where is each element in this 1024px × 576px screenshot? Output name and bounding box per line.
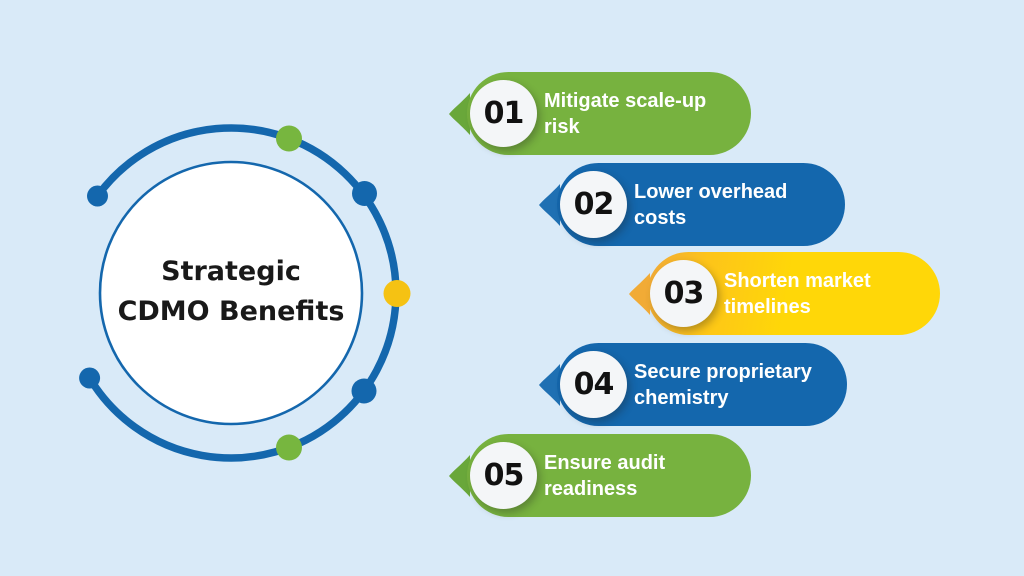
ring-endpoint-dot-bottom-left (79, 367, 101, 389)
badge-tail-icon (539, 364, 560, 406)
benefit-label: Shorten market timelines (724, 269, 871, 318)
badge-tail-icon (539, 184, 560, 226)
badge-tail-icon (449, 93, 470, 135)
page-title: Strategic CDMO Benefits (117, 256, 345, 327)
benefit-number-badge: 04 (560, 351, 627, 418)
ring-graphic (79, 124, 411, 462)
benefit-item-5: 05 Ensure audit readiness (449, 434, 751, 517)
ring-dot-yellow-right (383, 280, 411, 307)
benefit-label: Lower overhead costs (634, 180, 788, 229)
benefit-label: Mitigate scale-up risk (544, 89, 707, 138)
benefit-number: 01 (483, 96, 525, 131)
ring-endpoint-dot-top-left (87, 185, 108, 207)
benefit-number: 03 (663, 276, 705, 311)
badge-tail-icon (449, 455, 470, 497)
benefit-number: 02 (573, 187, 615, 222)
ring-dot-green-top (276, 125, 302, 152)
badge-tail-icon (629, 273, 650, 315)
benefit-item-2: 02 Lower overhead costs (539, 163, 845, 246)
benefit-number-badge: 02 (560, 171, 627, 238)
ring-dot-green-bottom (276, 434, 302, 461)
benefit-number: 05 (483, 458, 525, 493)
ring-dot-blue-lower-right (351, 378, 377, 404)
benefit-item-3: 03 Shorten market timelines (629, 252, 940, 335)
benefit-item-4: 04 Secure proprietary chemistry (539, 343, 847, 426)
benefit-number-badge: 03 (650, 260, 717, 327)
benefit-number-badge: 01 (470, 80, 537, 147)
benefit-label: Secure proprietary chemistry (634, 360, 812, 409)
ring-dot-blue-upper-right (352, 181, 377, 206)
center-circle (98, 160, 364, 426)
benefit-label: Ensure audit readiness (544, 451, 666, 500)
benefit-number-badge: 05 (470, 442, 537, 509)
benefit-number: 04 (573, 367, 615, 402)
benefit-item-1: 01 Mitigate scale-up risk (449, 72, 751, 155)
